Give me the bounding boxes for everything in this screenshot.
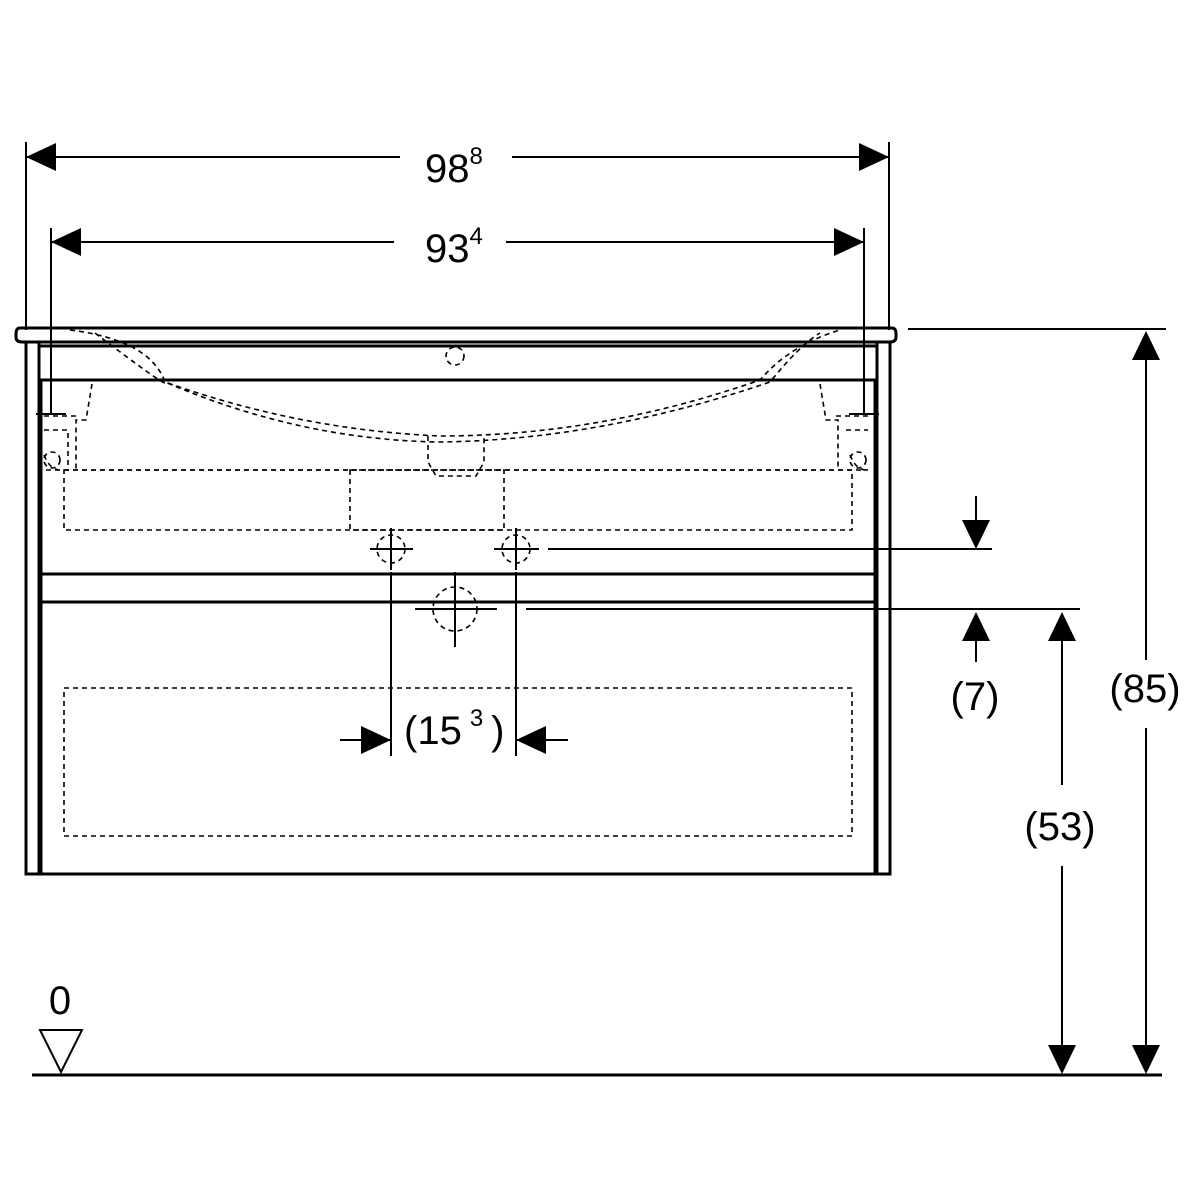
waste-crosshair-right: [494, 528, 539, 570]
offset-dimension: (7): [526, 496, 1080, 719]
fixing-crosshairs: [36, 413, 879, 647]
total-height-label: (85): [1109, 667, 1180, 711]
drain-crosshair: [415, 572, 497, 647]
fixing-width-dimension: 934: [50, 223, 865, 415]
floor-level-label: 0: [49, 979, 71, 1023]
overall-width-dimension: 988: [25, 142, 890, 330]
total-height-dimension: (85): [908, 328, 1181, 1074]
waste-crosshair-left: [370, 528, 413, 570]
overall-width-label: 988: [425, 143, 483, 191]
washbasin-top: [14, 326, 898, 477]
hidden-details: [43, 383, 868, 837]
fixing-width-label: 934: [425, 223, 483, 271]
floor-level-marker: [38, 1029, 84, 1075]
floor-level: 0: [32, 979, 1162, 1077]
offset-label: (7): [951, 675, 1000, 719]
cabinet-height-label: (53): [1024, 805, 1095, 849]
cabinet-height-dimension: (53): [1024, 612, 1096, 1074]
